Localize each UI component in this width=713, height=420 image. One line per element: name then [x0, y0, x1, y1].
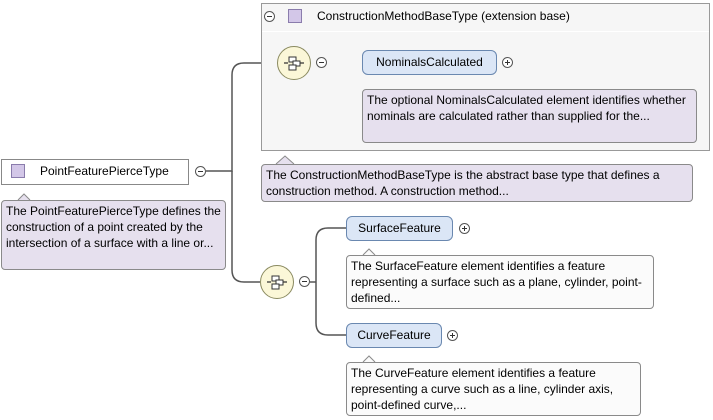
complex-type-icon — [11, 164, 25, 178]
surface-feature-note: The SurfaceFeature element identifies a … — [346, 255, 654, 309]
expand-icon[interactable] — [459, 223, 470, 234]
collapse-icon[interactable] — [299, 276, 310, 287]
pointer-base-note — [275, 155, 295, 165]
extension-header-divider — [262, 31, 709, 32]
connector-root-lower — [231, 171, 260, 283]
element-curve-feature[interactable]: CurveFeature — [346, 323, 442, 348]
root-type-label: PointFeaturePierceType — [40, 164, 169, 178]
pointer-root-note — [17, 193, 31, 201]
pointer-surface-note — [362, 248, 376, 256]
connector-surface — [315, 227, 346, 282]
element-nominals-calculated[interactable]: NominalsCalculated — [362, 50, 497, 75]
connector-curve — [315, 282, 346, 336]
root-type-note: The PointFeaturePierceType defines the c… — [1, 200, 226, 270]
sequence-icon[interactable] — [260, 265, 294, 299]
sequence-symbol — [284, 56, 304, 71]
base-type-title: ConstructionMethodBaseType (extension ba… — [317, 9, 570, 23]
connector-root-trunk — [206, 62, 277, 172]
expand-icon[interactable] — [447, 330, 458, 341]
collapse-icon[interactable] — [195, 166, 206, 177]
complex-type-icon — [288, 9, 302, 23]
pointer-curve-note — [362, 355, 376, 363]
curve-feature-note: The CurveFeature element identifies a fe… — [346, 362, 641, 416]
root-type-box[interactable] — [1, 159, 189, 185]
base-type-note: The ConstructionMethodBaseType is the ab… — [261, 164, 693, 202]
collapse-icon[interactable] — [264, 11, 275, 22]
sequence-symbol — [267, 275, 287, 290]
element-surface-feature[interactable]: SurfaceFeature — [346, 216, 453, 241]
expand-icon[interactable] — [502, 57, 513, 68]
nominals-note: The optional NominalsCalculated element … — [362, 89, 697, 143]
collapse-icon[interactable] — [316, 57, 327, 68]
sequence-icon[interactable] — [277, 46, 311, 80]
